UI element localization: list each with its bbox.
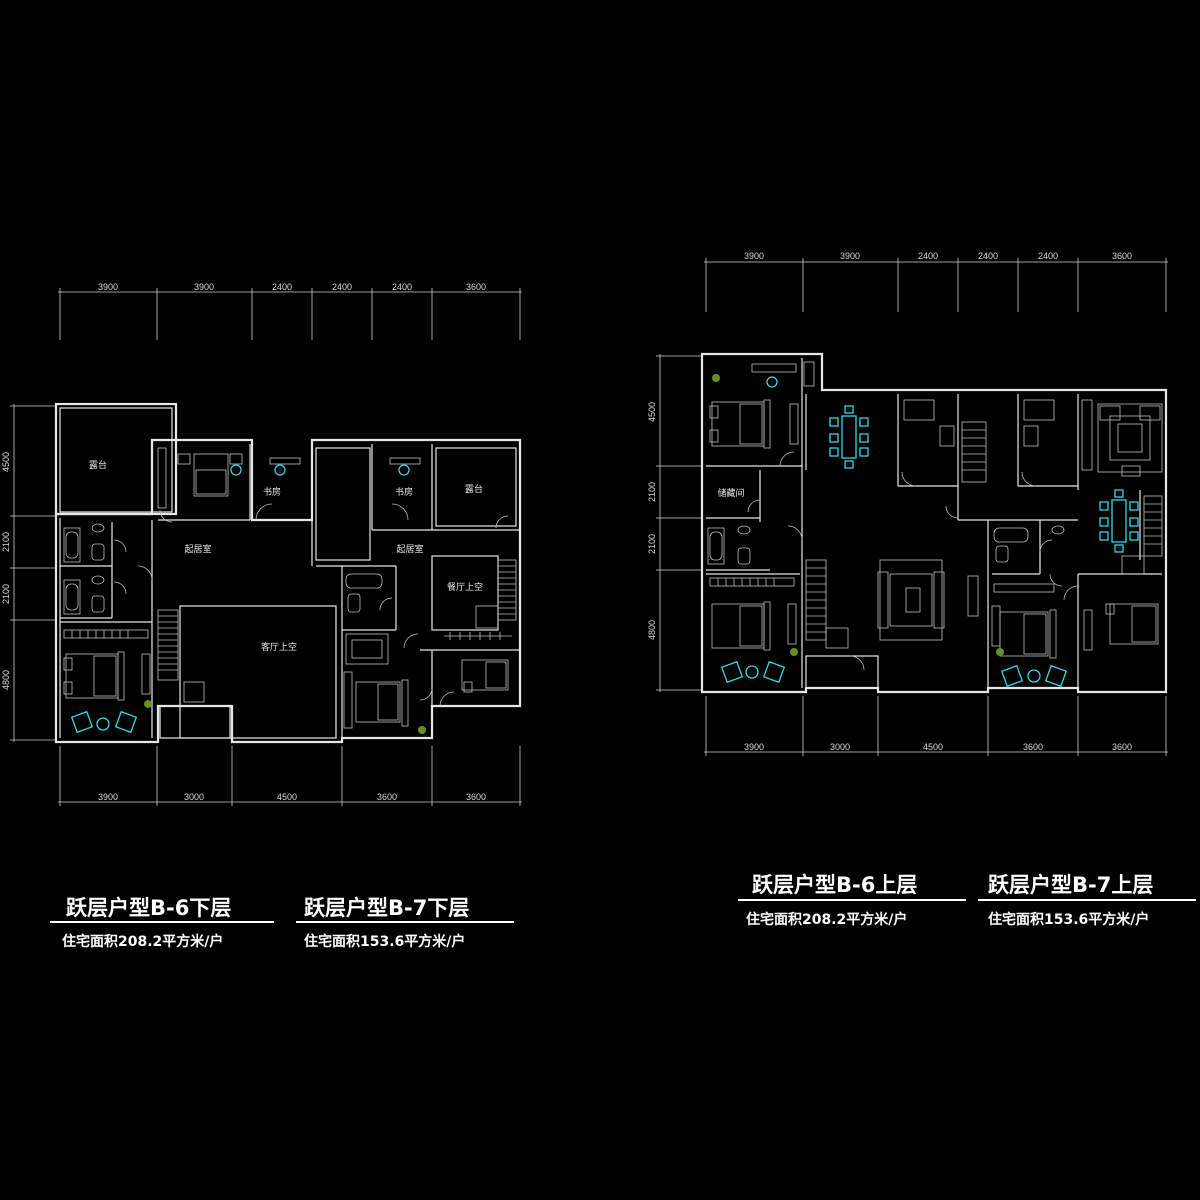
plan-upper-floor: 3900 3900 2400 2400 2400 3600 4500 2100 …: [647, 251, 1196, 928]
dim-bottom-upper-1: 3900: [744, 742, 764, 752]
top-dimension-chain: 3900 3900 2400 2400 2400 3600: [58, 282, 522, 340]
dim-bottom-upper-3: 4500: [923, 742, 943, 752]
room-labels-upper: 储藏间: [717, 487, 744, 499]
bottom-dimension-chain-upper: 3900 3000 4500 3600 3600: [704, 696, 1168, 756]
dim-top-3: 2400: [272, 282, 292, 292]
dim-top-1: 3900: [98, 282, 118, 292]
furniture-lower: [63, 447, 509, 734]
dim-bottom-upper-2: 3000: [830, 742, 850, 752]
title-b6-lower: 跃层户型B-6下层: [66, 896, 231, 920]
dim-top-upper-2: 3900: [840, 251, 860, 261]
room-label-living-2: 起居室: [396, 543, 423, 555]
room-label-study-1: 书房: [263, 486, 281, 498]
titles-upper: 跃层户型B-6上层 住宅面积208.2平方米/户 跃层户型B-7上层 住宅面积1…: [738, 873, 1196, 928]
room-label-study-2: 书房: [395, 486, 413, 498]
title-b6-upper: 跃层户型B-6上层: [752, 873, 917, 897]
dim-left-4: 4800: [1, 670, 11, 690]
title-b7-upper: 跃层户型B-7上层: [988, 873, 1153, 897]
furniture-upper: [707, 361, 1163, 688]
walls-upper: [700, 352, 1168, 694]
dim-top-5: 2400: [392, 282, 412, 292]
room-labels-lower: 露台 书房 书房 露台 起居室 起居室 餐厅上空 客厅上空: [89, 459, 483, 653]
room-label-terrace-right: 露台: [465, 483, 483, 495]
area-b6-upper: 住宅面积208.2平方米/户: [746, 911, 907, 928]
dim-top-2: 3900: [194, 282, 214, 292]
walls-lower: [54, 402, 522, 744]
dim-bottom-upper-5: 3600: [1112, 742, 1132, 752]
area-b7-lower: 住宅面积153.6平方米/户: [304, 933, 465, 950]
dim-bottom-5: 3600: [466, 792, 486, 802]
dim-bottom-1: 3900: [98, 792, 118, 802]
titles-lower: 跃层户型B-6下层 住宅面积208.2平方米/户 跃层户型B-7下层 住宅面积1…: [50, 896, 514, 950]
dim-left-upper-1: 4500: [647, 402, 657, 422]
dim-bottom-upper-4: 3600: [1023, 742, 1043, 752]
left-dimension-chain-upper: 4500 2100 2100 4800: [647, 354, 702, 692]
room-label-terrace-left: 露台: [89, 459, 107, 471]
room-label-living-void: 客厅上空: [261, 641, 297, 653]
dim-bottom-3: 4500: [277, 792, 297, 802]
title-b7-lower: 跃层户型B-7下层: [304, 896, 469, 920]
dim-bottom-2: 3000: [184, 792, 204, 802]
area-b6-lower: 住宅面积208.2平方米/户: [62, 933, 223, 950]
room-label-living-1: 起居室: [184, 543, 211, 555]
dim-top-upper-5: 2400: [1038, 251, 1058, 261]
dim-top-upper-6: 3600: [1112, 251, 1132, 261]
dim-top-upper-3: 2400: [918, 251, 938, 261]
dim-top-6: 3600: [466, 282, 486, 292]
dim-top-4: 2400: [332, 282, 352, 292]
dim-left-3: 2100: [1, 584, 11, 604]
room-label-dining-void: 餐厅上空: [447, 581, 483, 593]
stairs-upper: [805, 421, 1163, 649]
bottom-dimension-chain: 3900 3000 4500 3600 3600: [58, 746, 522, 806]
dim-left-2: 2100: [1, 532, 11, 552]
dim-left-upper-3: 2100: [647, 534, 657, 554]
plan-lower-floor: 3900 3900 2400 2400 2400 3600 4500 2100 …: [1, 282, 522, 950]
area-b7-upper: 住宅面积153.6平方米/户: [988, 911, 1149, 928]
left-dimension-chain: 4500 2100 2100 4800: [1, 404, 56, 742]
stairs-lower: [157, 559, 517, 703]
room-label-storage: 储藏间: [717, 487, 744, 499]
dim-bottom-4: 3600: [377, 792, 397, 802]
dim-left-1: 4500: [1, 452, 11, 472]
dim-top-upper-4: 2400: [978, 251, 998, 261]
dim-left-upper-4: 4800: [647, 620, 657, 640]
dim-left-upper-2: 2100: [647, 482, 657, 502]
dim-top-upper-1: 3900: [744, 251, 764, 261]
top-dimension-chain-upper: 3900 3900 2400 2400 2400 3600: [704, 251, 1168, 312]
